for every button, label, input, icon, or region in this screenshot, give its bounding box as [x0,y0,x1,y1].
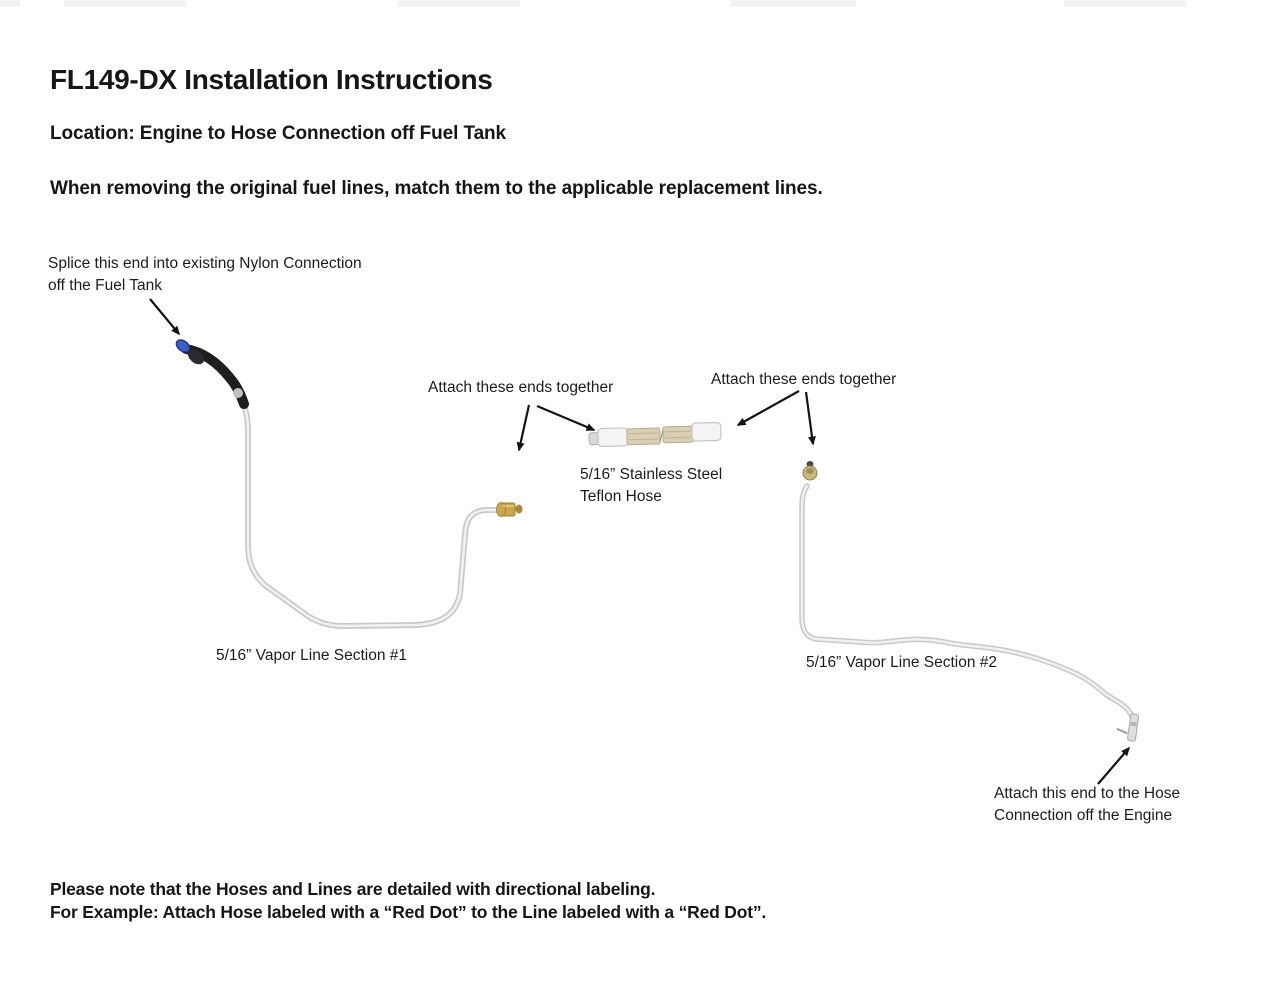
label-vapor-line-2: 5/16” Vapor Line Section #2 [806,654,998,671]
label-engine-connection-line2: Connection off the Engine [994,807,1173,824]
footer-notes: Please note that the Hoses and Lines are… [50,878,766,924]
arrow-attach-left-a [516,404,531,452]
label-stainless-hose-line1: 5/16” Stainless Steel [580,466,723,483]
top-artifact-bar [64,0,186,6]
arrow-attach-left-b [536,404,596,432]
part-stainless-hose [588,421,722,448]
arrow-attach-right-b [804,391,816,446]
footer-note-line1: Please note that the Hoses and Lines are… [50,879,656,899]
arrow-engine [1097,746,1130,785]
label-engine-connection-line1: Attach this end to the Hose [994,785,1181,802]
page-title: FL149-DX Installation Instructions [50,64,493,95]
part-engine-fitting [1116,713,1140,742]
part-brass-fitting-line2 [802,461,818,481]
label-attach-left: Attach these ends together [428,379,614,396]
arrow-splice [149,298,180,336]
part-brass-fitting-line1 [496,502,523,517]
part-vapor-line-1 [240,400,502,629]
location-line: Location: Engine to Hose Connection off … [50,123,507,144]
top-artifact-bar [0,0,20,6]
label-splice-line1: Splice this end into existing Nylon Conn… [48,255,362,272]
top-artifact-bar [398,0,520,6]
part-vapor-line-2 [799,483,1137,739]
label-stainless-hose-line2: Teflon Hose [580,488,662,505]
top-artifact-bar [731,0,856,6]
arrow-attach-right-a [736,390,800,426]
label-splice-line2: off the Fuel Tank [48,277,163,294]
label-engine-connection: Attach this end to the Hose Connection o… [994,783,1180,827]
label-stainless-hose: 5/16” Stainless Steel Teflon Hose [580,464,722,508]
label-attach-right: Attach these ends together [711,371,897,388]
instruction-line: When removing the original fuel lines, m… [50,178,823,199]
top-artifact-bar [1064,0,1186,6]
part-nylon-connector [175,339,249,409]
label-splice: Splice this end into existing Nylon Conn… [48,253,362,297]
footer-note-line2: For Example: Attach Hose labeled with a … [50,902,767,922]
label-vapor-line-1: 5/16” Vapor Line Section #1 [216,647,408,664]
